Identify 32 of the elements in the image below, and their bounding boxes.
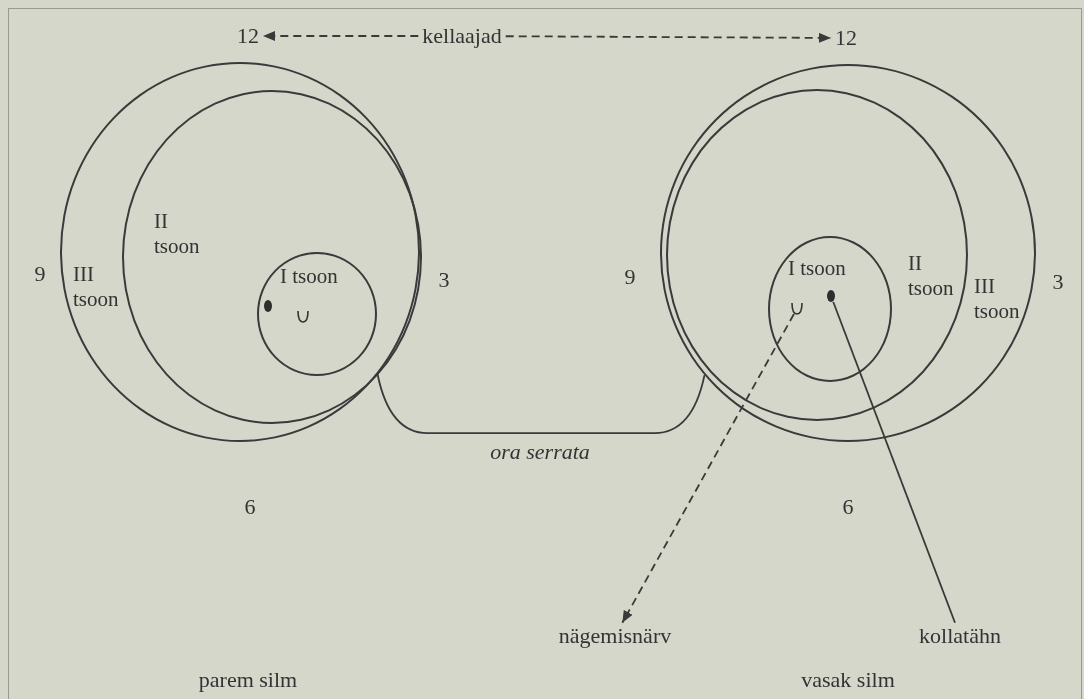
text-label: 12 <box>233 22 263 50</box>
zone-circle <box>257 252 377 376</box>
clock-number: 3 <box>1052 268 1064 296</box>
zone-label: III tsoon <box>974 274 1021 325</box>
line <box>832 301 956 624</box>
zone-circle <box>122 90 422 424</box>
zone-circle <box>666 89 968 421</box>
cup-symbol-icon <box>297 311 309 322</box>
zone-label: II tsoon <box>908 251 955 302</box>
zone-label: II tsoon <box>154 209 201 260</box>
zone-label: I tsoon <box>788 256 847 282</box>
text-label: kollatähn <box>915 622 1005 650</box>
arrow <box>504 32 832 43</box>
zone-label: III tsoon <box>73 262 120 313</box>
clock-number: 3 <box>438 266 450 294</box>
text-label: nägemisnärv <box>554 622 676 650</box>
clock-number: 6 <box>244 493 256 521</box>
dot-icon <box>264 300 272 312</box>
zone-label: I tsoon <box>280 264 339 290</box>
line <box>376 373 706 434</box>
zone-circle <box>768 236 892 382</box>
clock-number: 9 <box>624 263 636 291</box>
text-label: 12 <box>831 24 861 52</box>
cup-symbol-icon <box>791 303 803 314</box>
eye-caption: vasak silm <box>801 666 895 694</box>
eye-caption: parem silm <box>198 666 298 694</box>
text-label: kellaajad <box>418 22 506 50</box>
dot-icon <box>827 290 835 302</box>
clock-number: 6 <box>842 493 854 521</box>
arrow <box>262 31 420 41</box>
clock-number: 9 <box>34 260 46 288</box>
arrow <box>621 313 795 624</box>
